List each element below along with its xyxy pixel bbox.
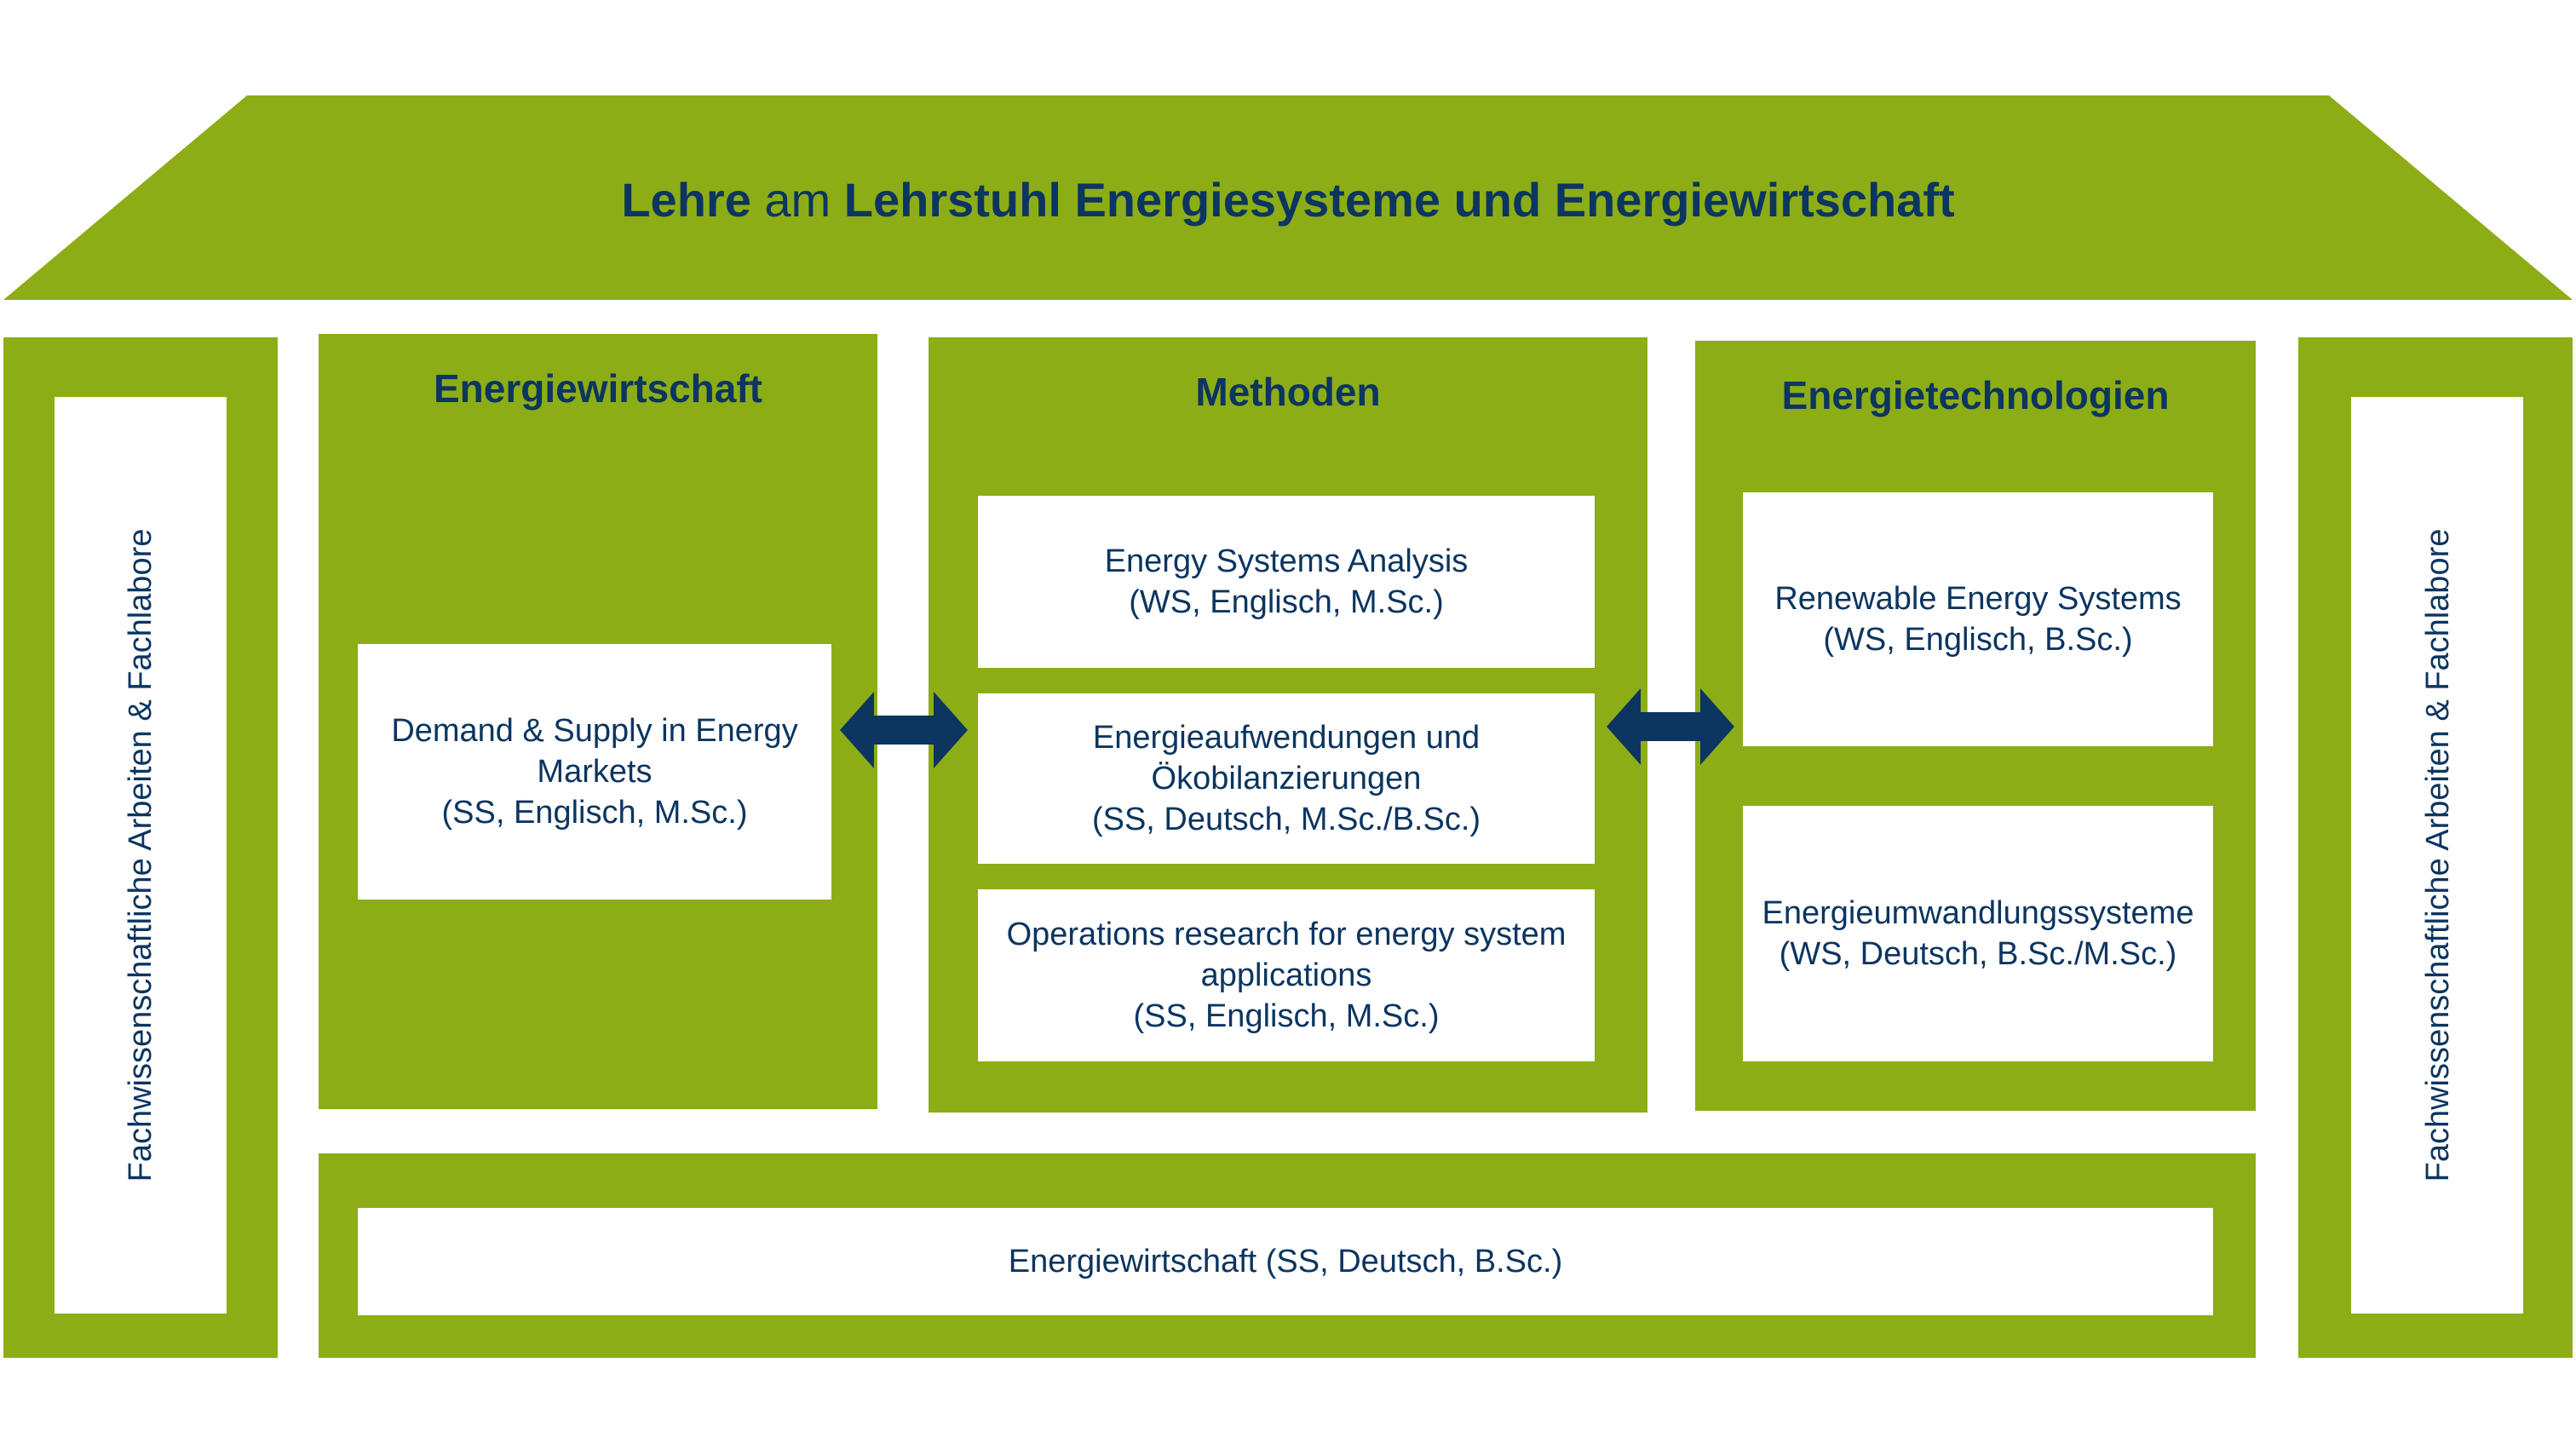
course-line: Demand & Supply in Energy [391,713,798,749]
title-part-lehre: Lehre [621,173,751,227]
left-pillar-label: Fachwissenschaftliche Arbeiten & Fachlab… [123,528,158,1182]
course-energieumwandlungssysteme: Energieumwandlungssysteme (WS, Deutsch, … [1743,806,2213,1061]
course-line: applications [1200,957,1372,993]
course-line: Operations research for energy system [1006,917,1567,952]
course-line: Energieaufwendungen und [1092,720,1481,756]
course-line: (WS, Englisch, M.Sc.) [1129,584,1444,620]
right-pillar-label: Fachwissenschaftliche Arbeiten & Fachlab… [2420,528,2456,1182]
course-energiewirtschaft-bsc: Energiewirtschaft (SS, Deutsch, B.Sc.) [358,1208,2213,1315]
double-arrow-left-icon [840,692,968,768]
column-heading-energietechnologien: Energietechnologien [1781,373,2170,417]
course-line: (WS, Englisch, B.Sc.) [1823,622,2133,658]
course-energy-systems-analysis: Energy Systems Analysis (WS, Englisch, M… [978,496,1595,668]
course-line: Markets [537,754,653,790]
course-line: (SS, Deutsch, M.Sc./B.Sc.) [1091,802,1481,837]
course-demand-supply: Demand & Supply in Energy Markets (SS, E… [358,644,831,900]
title-part-am: am [764,173,831,227]
course-line: Ökobilanzierungen [1151,761,1422,796]
foundation-label: Energiewirtschaft (SS, Deutsch, B.Sc.) [1008,1244,1563,1279]
course-line: Energieumwandlungssysteme [1762,895,2194,931]
course-line: Renewable Energy Systems [1774,581,2182,617]
course-line: Energy Systems Analysis [1104,543,1469,579]
course-line: (WS, Deutsch, B.Sc./M.Sc.) [1779,936,2177,972]
diagram-title: Lehre am Lehrstuhl Energiesysteme und En… [0,170,2576,230]
course-renewable-energy-systems: Renewable Energy Systems (WS, Englisch, … [1743,492,2213,746]
course-line: (SS, Englisch, M.Sc.) [441,795,748,831]
roof [3,95,2573,300]
course-operations-research: Operations research for energy system ap… [978,889,1595,1061]
title-part-lehrstuhl: Lehrstuhl Energiesysteme und Energiewirt… [843,173,1955,227]
right-pillar-inner [2351,397,2523,1314]
column-heading-methoden: Methoden [1195,370,1381,414]
left-pillar-inner [55,397,227,1314]
double-arrow-right-icon [1607,688,1734,765]
column-heading-energiewirtschaft: Energiewirtschaft [434,366,762,411]
course-line: (SS, Englisch, M.Sc.) [1133,998,1440,1034]
course-energieaufwendungen: Energieaufwendungen und Ökobilanzierunge… [978,693,1595,864]
